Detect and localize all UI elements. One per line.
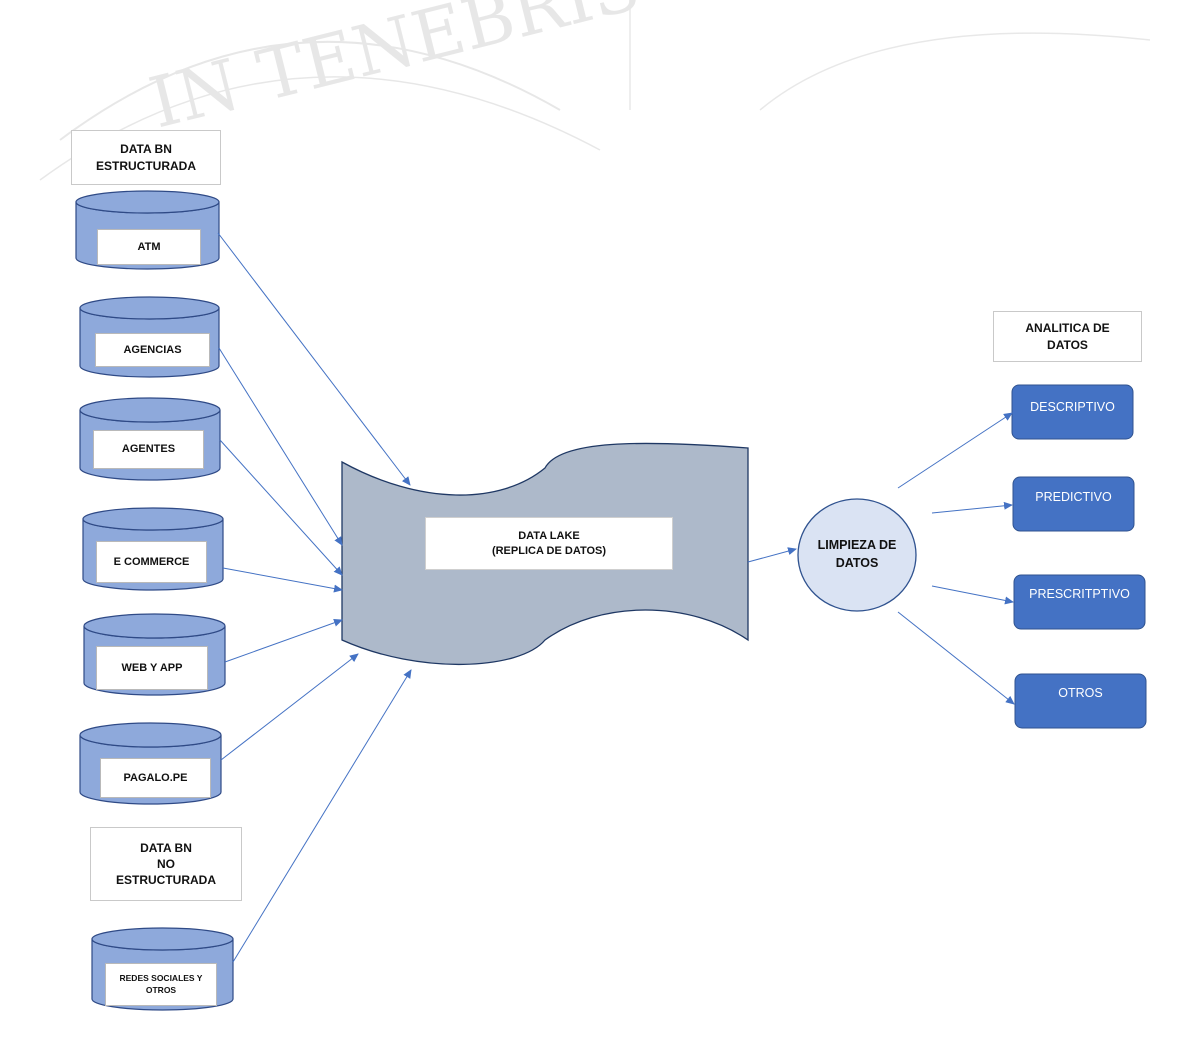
arrow-agentes-to-lake: [219, 439, 343, 576]
output-label-descriptivo: DESCRIPTIVO: [1030, 400, 1115, 414]
structured-data-title: DATA BN ESTRUCTURADA: [71, 130, 221, 185]
arrow-cleaning-to-predictivo: [931, 501, 1013, 514]
arrow-cleaning-to-otros: [897, 611, 1015, 705]
analytics-title: ANALITICA DE DATOS: [993, 311, 1142, 362]
arrow-agencias-to-lake: [218, 347, 343, 546]
arrow-cleaning-to-descriptivo: [897, 412, 1013, 489]
arrow-ecommerce-to-lake: [222, 567, 343, 593]
cylinder-top-webapp: [83, 613, 226, 639]
arrow-redes-to-lake: [232, 669, 412, 963]
arrow-atm-to-lake: [217, 232, 411, 486]
output-label-predictivo: PREDICTIVO: [1035, 490, 1112, 504]
source-label-redes: REDES SOCIALES Y OTROS: [105, 963, 217, 1006]
source-label-pagalo: PAGALO.PE: [100, 758, 211, 798]
output-label-otros: OTROS: [1058, 686, 1103, 700]
source-label-agentes: AGENTES: [93, 430, 204, 469]
source-label-ecommerce: E COMMERCE: [96, 541, 207, 583]
output-box-otros: [1014, 673, 1147, 729]
data-lake-label: DATA LAKE (REPLICA DE DATOS): [425, 517, 673, 570]
output-box-prescriptivo: [1013, 574, 1146, 630]
arrow-pagalo-to-lake: [220, 653, 359, 761]
cylinder-top-atm: [75, 190, 220, 214]
cylinder-top-agencias: [79, 296, 220, 320]
cylinder-top-redes: [91, 927, 234, 951]
source-label-webapp: WEB Y APP: [96, 646, 208, 690]
cylinder-top-pagalo: [79, 722, 222, 748]
arrow-cleaning-to-prescriptivo: [931, 585, 1014, 605]
output-box-predictivo: [1012, 476, 1135, 532]
watermark-text: IN TENEBRIS: [142, 0, 648, 144]
cleaning-label: LIMPIEZA DE DATOS: [817, 537, 897, 570]
source-label-agencias: AGENCIAS: [95, 333, 210, 367]
source-label-atm: ATM: [97, 229, 201, 265]
output-box-descriptivo: [1011, 384, 1134, 440]
arrow-webapp-to-lake: [224, 618, 343, 663]
cylinder-top-ecommerce: [82, 507, 224, 531]
output-label-prescriptivo: PRESCRITPTIVO: [1029, 587, 1130, 601]
cylinder-top-agentes: [79, 397, 221, 423]
cleaning-ellipse: [797, 498, 917, 612]
arrow-lake-to-cleaning: [747, 547, 797, 563]
unstructured-data-title: DATA BN NO ESTRUCTURADA: [90, 827, 242, 901]
